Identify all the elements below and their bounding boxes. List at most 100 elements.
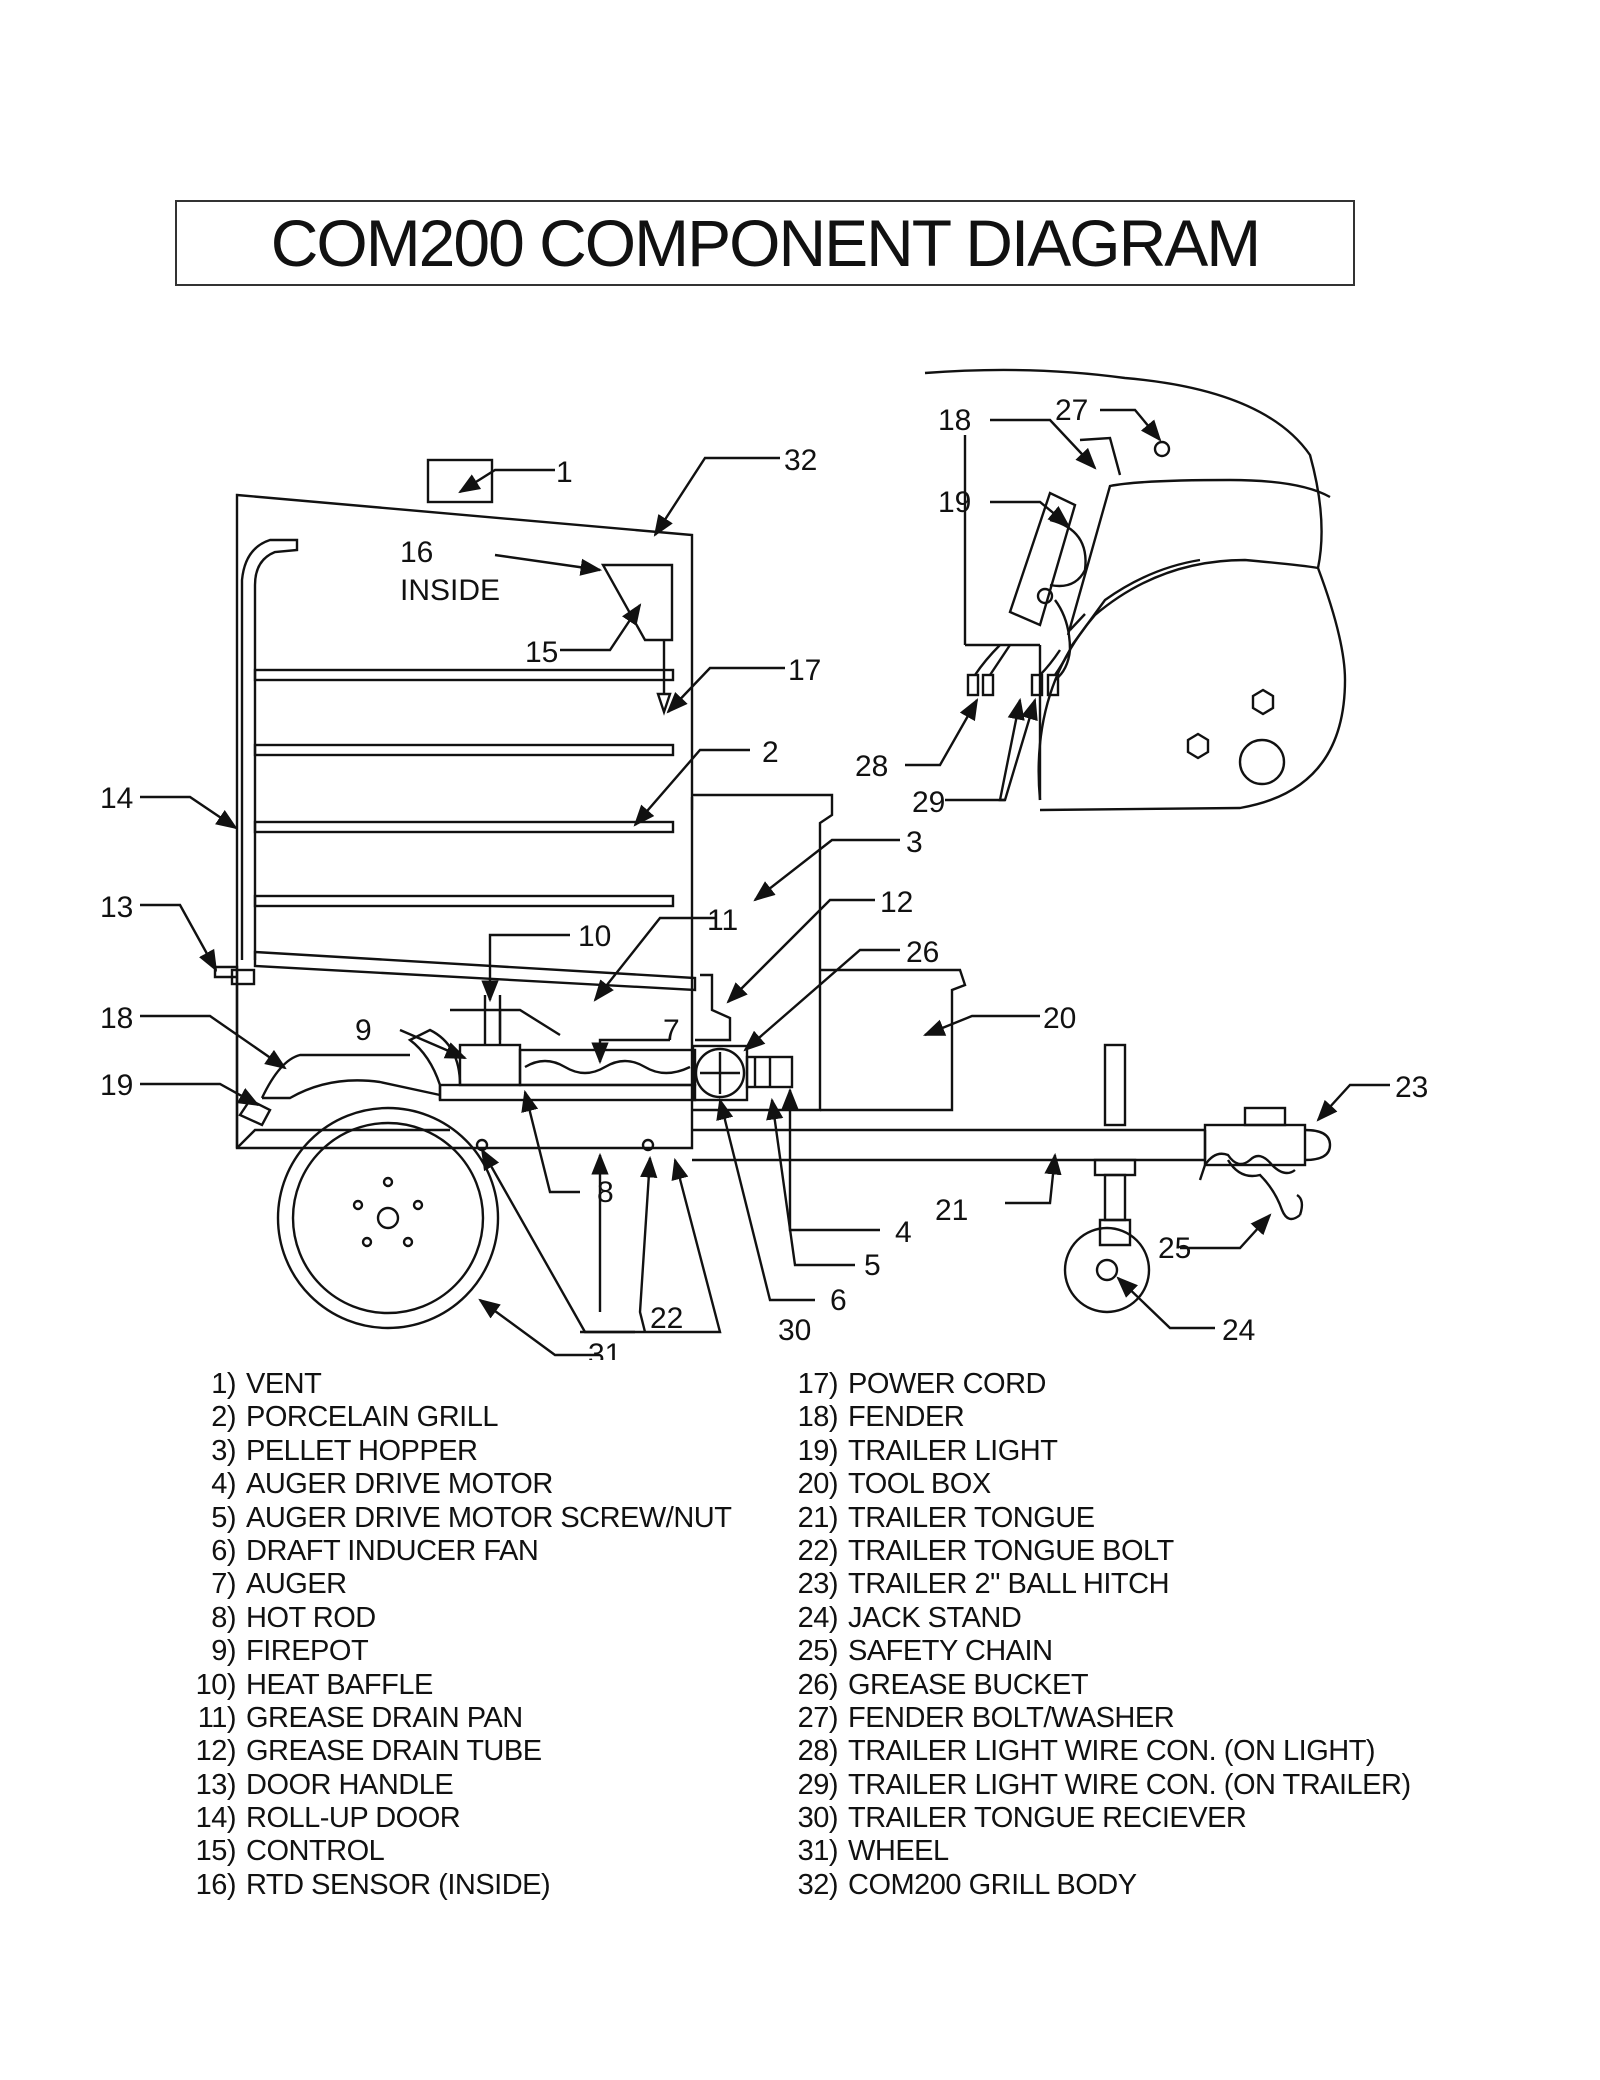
leader-lines xyxy=(140,408,1390,1357)
legend-item-number: 27) xyxy=(797,1701,839,1734)
legend-item: 12)GREASE DRAIN TUBE xyxy=(188,1735,731,1768)
legend-item-number: 31) xyxy=(797,1835,839,1868)
callout-29: 29 xyxy=(912,786,945,819)
legend-item-number: 17) xyxy=(797,1368,839,1400)
legend-item-label: AUGER xyxy=(246,1568,347,1601)
legend-item-number: 24) xyxy=(797,1601,839,1634)
legend-item-number: 6) xyxy=(211,1534,236,1567)
legend-item: 3)PELLET HOPPER xyxy=(188,1435,731,1468)
legend-item-label: DOOR HANDLE xyxy=(246,1768,454,1801)
callout-14: 14 xyxy=(100,782,133,815)
legend-item-label: HOT ROD xyxy=(246,1601,376,1634)
callout-15: 15 xyxy=(525,636,558,669)
legend-item-number: 16) xyxy=(195,1868,237,1901)
legend-item: 25)SAFETY CHAIN xyxy=(790,1635,1411,1668)
legend-item-number: 21) xyxy=(797,1501,839,1534)
legend-item: 26) GREASE BUCKET xyxy=(790,1669,1411,1702)
grill-body xyxy=(213,458,1332,1330)
legend-item: 16) RTD SENSOR (INSIDE) xyxy=(188,1869,731,1902)
legend-item-label: RTD SENSOR (INSIDE) xyxy=(246,1868,551,1901)
page-title: COM200 COMPONENT DIAGRAM xyxy=(270,206,1262,280)
legend-item-label: JACK STAND xyxy=(848,1601,1022,1634)
callout-32: 32 xyxy=(784,444,817,477)
legend-item: 27) FENDER BOLT/WASHER xyxy=(790,1702,1411,1735)
callout-16: 16 xyxy=(400,536,433,569)
legend-item-number: 19) xyxy=(797,1434,839,1467)
fender-detail-inset xyxy=(924,368,1347,812)
legend-item: 20)TOOL BOX xyxy=(790,1468,1411,1501)
callout-13: 13 xyxy=(100,891,133,924)
callout-5: 5 xyxy=(864,1249,881,1282)
legend-item-number: 13) xyxy=(195,1768,237,1801)
legend-item: 30) TRAILER TONGUE RECIEVER xyxy=(790,1802,1411,1835)
legend-item-number: 7) xyxy=(211,1568,236,1601)
legend-item: 9) FIREPOT xyxy=(188,1635,731,1668)
legend-item-number: 28) xyxy=(797,1735,839,1768)
legend-item-label: TRAILER LIGHT WIRE CON. (ON TRAILER) xyxy=(848,1768,1411,1801)
callout-2: 2 xyxy=(762,736,779,769)
lug-nut-icon xyxy=(1251,688,1275,716)
legend-item-label: VENT xyxy=(246,1368,322,1400)
callout-18-inset: 18 xyxy=(938,404,971,437)
legend-item-label: POWER CORD xyxy=(848,1368,1047,1400)
legend-item-number: 3) xyxy=(211,1434,236,1467)
legend-item: 23) TRAILER 2" BALL HITCH xyxy=(790,1568,1411,1601)
callout-1: 1 xyxy=(556,456,573,489)
legend-item-label: FENDER BOLT/WASHER xyxy=(848,1701,1175,1734)
legend-item: 19)TRAILER LIGHT xyxy=(790,1435,1411,1468)
legend-item-label: SAFETY CHAIN xyxy=(848,1635,1053,1668)
callout-8: 8 xyxy=(597,1176,614,1209)
legend-item-label: FIREPOT xyxy=(246,1635,369,1668)
legend-item-label: TRAILER TONGUE xyxy=(848,1501,1095,1534)
callout-25: 25 xyxy=(1158,1232,1191,1265)
legend-item-number: 4) xyxy=(211,1468,236,1501)
callout-16-inside: INSIDE xyxy=(400,574,500,607)
legend-item: 10) HEAT BAFFLE xyxy=(188,1669,731,1702)
legend-item-number: 5) xyxy=(211,1501,236,1534)
callout-9: 9 xyxy=(355,1014,372,1047)
callout-27: 27 xyxy=(1055,394,1088,427)
legend-item: 4)AUGER DRIVE MOTOR xyxy=(188,1468,731,1501)
legend-item-label: TRAILER 2" BALL HITCH xyxy=(848,1568,1170,1601)
legend-item: 7) AUGER xyxy=(188,1568,731,1601)
legend-item-label: WHEEL xyxy=(848,1835,949,1868)
legend-item-number: 8) xyxy=(211,1601,236,1634)
legend-item-label: TRAILER TONGUE RECIEVER xyxy=(848,1802,1247,1835)
fender-bolt-icon xyxy=(1153,440,1171,458)
legend-item: 11)GREASE DRAIN PAN xyxy=(188,1702,731,1735)
legend-item-label: HEAT BAFFLE xyxy=(246,1668,433,1701)
legend-item-label: DRAFT INDUCER FAN xyxy=(246,1534,539,1567)
callout-10: 10 xyxy=(578,920,611,953)
callout-19: 19 xyxy=(100,1069,133,1102)
legend-item: 13) DOOR HANDLE xyxy=(188,1769,731,1802)
legend-item-number: 9) xyxy=(211,1635,236,1668)
callout-6: 6 xyxy=(830,1284,847,1317)
legend-item-label: PORCELAIN GRILL xyxy=(246,1401,498,1434)
callout-20: 20 xyxy=(1043,1002,1076,1035)
legend-item-number: 2) xyxy=(211,1401,236,1434)
legend-item-label: AUGER DRIVE MOTOR SCREW/NUT xyxy=(246,1501,732,1534)
legend-item: 17) POWER CORD xyxy=(790,1368,1411,1401)
legend-item-label: CONTROL xyxy=(246,1835,385,1868)
legend-item-number: 11) xyxy=(197,1701,237,1734)
callout-3: 3 xyxy=(906,826,923,859)
legend-item-label: GREASE BUCKET xyxy=(848,1668,1089,1701)
component-diagram: 1 32 16 INSIDE 15 17 2 3 14 13 10 11 12 … xyxy=(100,368,1428,1360)
legend-item: 6) DRAFT INDUCER FAN xyxy=(188,1535,731,1568)
legend-item-label: COM200 GRILL BODY xyxy=(848,1868,1137,1901)
legend-item-number: 26) xyxy=(797,1668,839,1701)
legend-item-label: FENDER xyxy=(848,1401,965,1434)
legend-item-label: TRAILER TONGUE BOLT xyxy=(848,1534,1174,1567)
legend-item: 22)TRAILER TONGUE BOLT xyxy=(790,1535,1411,1568)
legend-item: 8) HOT ROD xyxy=(188,1602,731,1635)
legend-item: 15)CONTROL xyxy=(188,1835,731,1868)
legend-item-label: GREASE DRAIN TUBE xyxy=(246,1735,542,1768)
callout-7: 7 xyxy=(663,1014,680,1047)
legend-item: 29)TRAILER LIGHT WIRE CON. (ON TRAILER) xyxy=(790,1768,1412,1802)
legend-item-number: 10) xyxy=(195,1668,237,1701)
legend-item: 21) TRAILER TONGUE xyxy=(790,1502,1411,1535)
legend-item-number: 30) xyxy=(797,1802,839,1835)
callout-28: 28 xyxy=(855,750,888,783)
legend-item-number: 23) xyxy=(797,1568,839,1601)
